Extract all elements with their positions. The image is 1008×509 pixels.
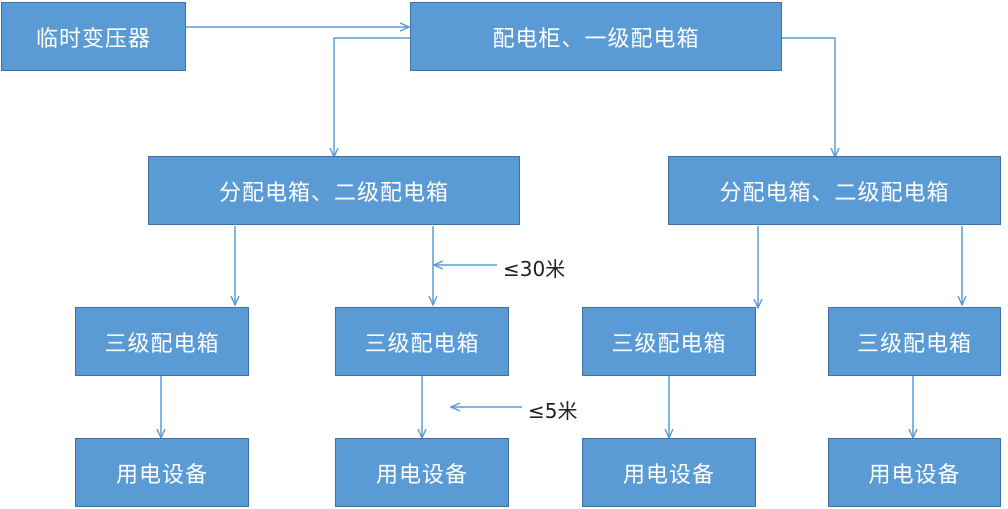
node-level3-box-1-label: 三级配电箱 xyxy=(104,331,220,357)
node-temporary-transformer: 临时变压器 xyxy=(1,2,186,71)
arrow-main-to-sub-right xyxy=(782,37,835,156)
node-equipment-4: 用电设备 xyxy=(828,438,1001,507)
distance-label-5m: ≤5米 xyxy=(528,399,578,423)
node-equipment-2-label: 用电设备 xyxy=(375,462,468,488)
node-level3-box-4: 三级配电箱 xyxy=(828,307,1001,376)
node-equipment-2: 用电设备 xyxy=(335,438,509,507)
node-equipment-1: 用电设备 xyxy=(75,438,249,507)
node-level3-box-2: 三级配电箱 xyxy=(335,307,509,376)
node-sub-distribution-box-right-label: 分配电箱、二级配电箱 xyxy=(719,180,950,206)
node-equipment-3: 用电设备 xyxy=(582,438,756,507)
node-equipment-3-label: 用电设备 xyxy=(622,462,715,488)
node-level3-box-1: 三级配电箱 xyxy=(75,307,249,376)
node-level3-box-2-label: 三级配电箱 xyxy=(364,331,480,357)
node-level3-box-3-label: 三级配电箱 xyxy=(611,331,727,357)
node-main-distribution-cabinet-label: 配电柜、一级配电箱 xyxy=(492,26,700,52)
distance-label-30m: ≤30米 xyxy=(503,257,566,281)
node-main-distribution-cabinet: 配电柜、一级配电箱 xyxy=(410,2,782,71)
node-level3-box-4-label: 三级配电箱 xyxy=(856,331,972,357)
node-equipment-4-label: 用电设备 xyxy=(868,462,961,488)
node-temporary-transformer-label: 临时变压器 xyxy=(35,26,151,52)
node-sub-distribution-box-right: 分配电箱、二级配电箱 xyxy=(668,156,1001,225)
arrow-main-to-sub-left xyxy=(334,37,410,156)
node-sub-distribution-box-left: 分配电箱、二级配电箱 xyxy=(148,156,520,225)
node-sub-distribution-box-left-label: 分配电箱、二级配电箱 xyxy=(218,180,449,206)
node-equipment-1-label: 用电设备 xyxy=(115,462,208,488)
node-level3-box-3: 三级配电箱 xyxy=(582,307,756,376)
